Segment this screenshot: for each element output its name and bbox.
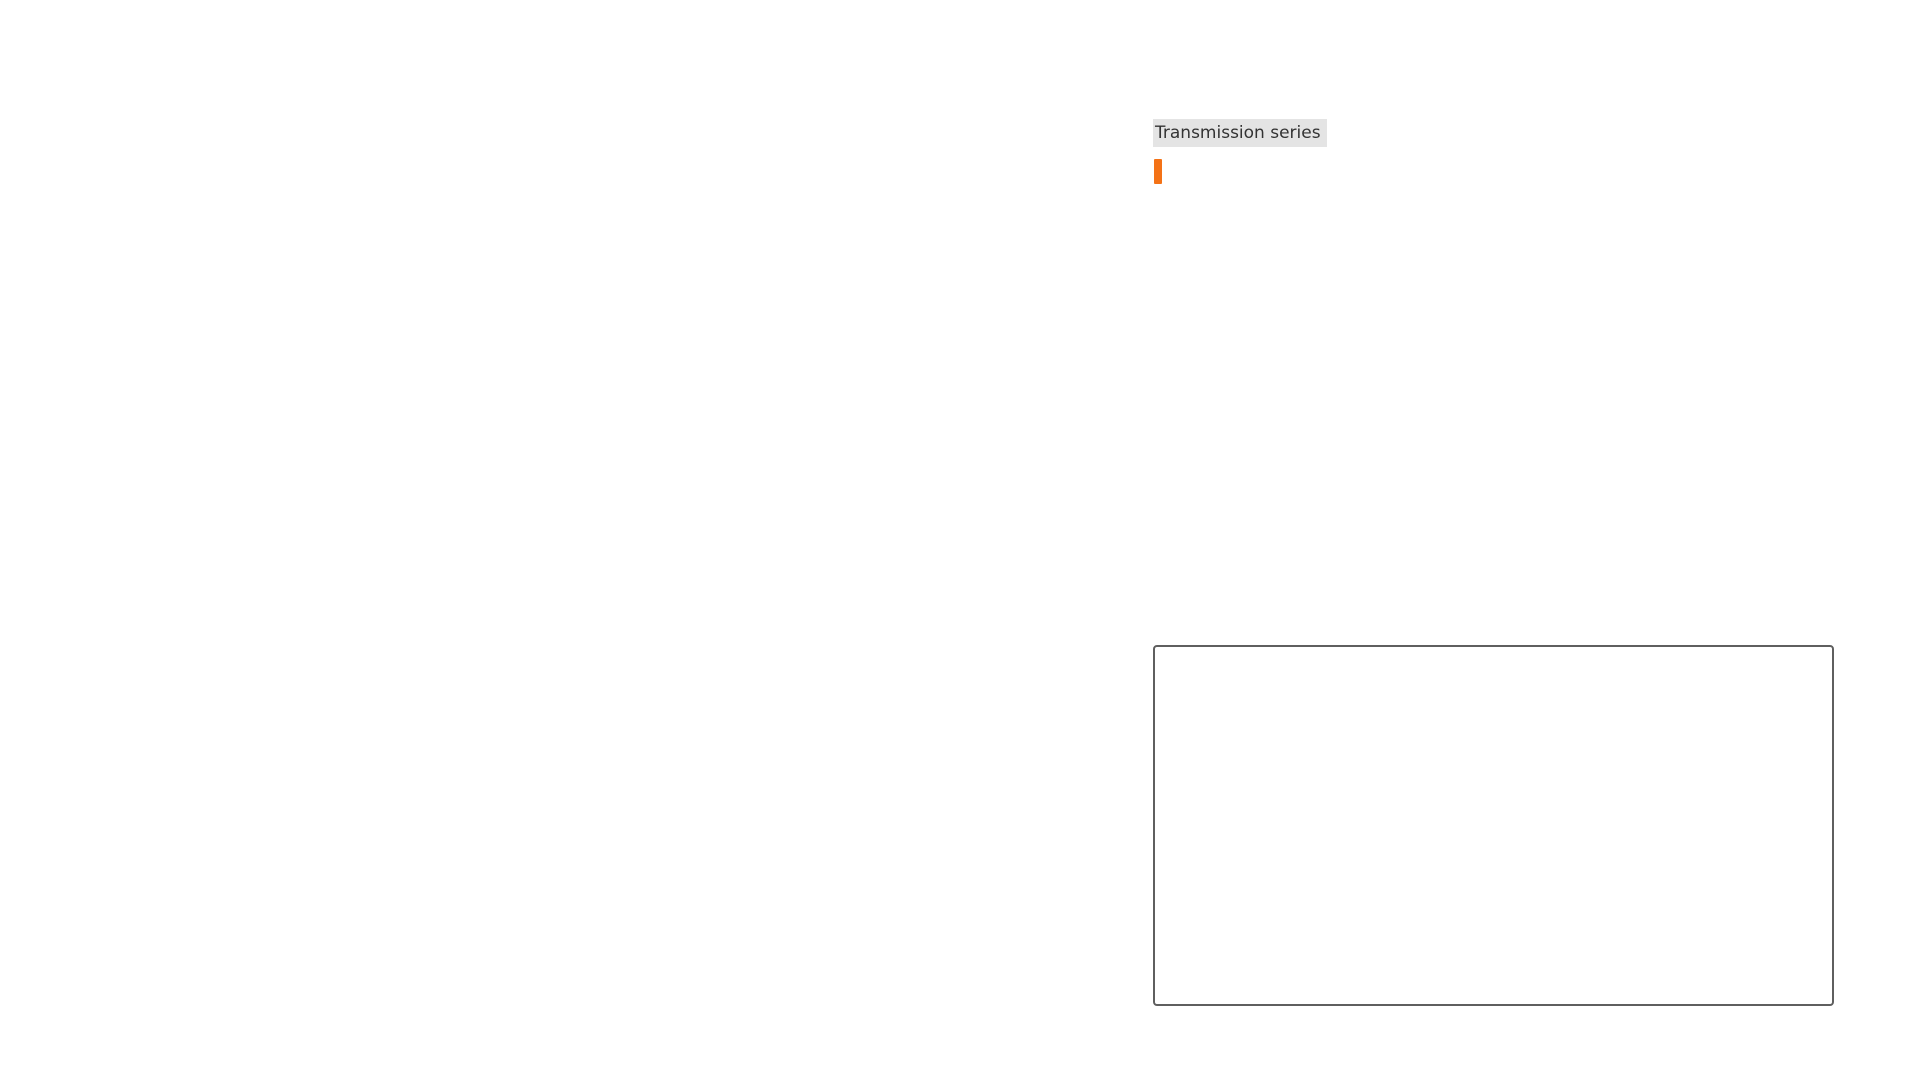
content-panel[interactable] <box>1153 645 1834 1006</box>
section-label-tag: Transmission series <box>1153 119 1327 147</box>
accent-marker <box>1154 159 1162 184</box>
